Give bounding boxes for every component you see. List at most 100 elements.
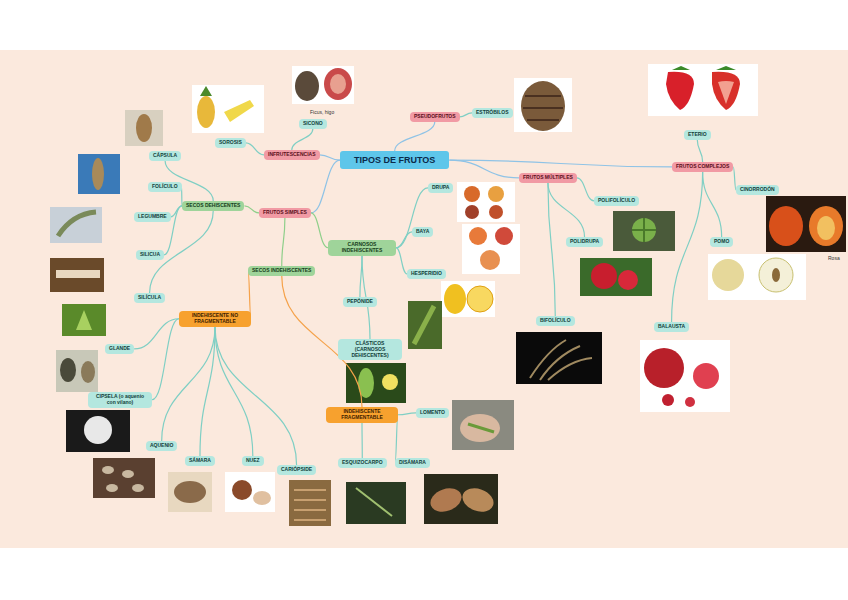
node-text: NUEZ [246, 458, 260, 464]
branch-line [398, 413, 416, 415]
node-text: ESTRÓBILOS [476, 110, 509, 116]
node-text: DRUPA [432, 185, 449, 191]
node-text: CIPSELA (o aquenio con vilano) [92, 394, 148, 406]
topic-node: POLIDRUPA [566, 237, 603, 247]
citrus-photo [441, 281, 495, 317]
branch-line [395, 122, 435, 151]
node-text: SILÍCULA [138, 295, 161, 301]
node-text: TIPOS DE FRUTOS [354, 155, 435, 165]
topic-node: AQUENIO [146, 441, 177, 451]
node-text: BIFOLÍCULO [540, 318, 571, 324]
branch-line [449, 160, 672, 167]
topic-node: FOLÍCULO [148, 182, 182, 192]
node-text: INFRUTESCENCIAS [268, 152, 316, 158]
branch-line [396, 232, 412, 248]
capsule-photo [125, 110, 163, 146]
node-text: SOROSIS [219, 140, 242, 146]
node-text: CLÁSTICOS (CARNOSOS DEHISCENTES) [342, 341, 398, 358]
node-text: CARIÓPSIDE [281, 467, 312, 473]
berry-photo [462, 224, 520, 274]
legume-photo [50, 207, 102, 243]
node-text: DISÁMARA [399, 460, 426, 466]
topic-node: SOROSIS [215, 138, 246, 148]
topic-node: LEGUMBRE [134, 212, 171, 222]
fig-photo [292, 66, 354, 104]
topic-node: CLÁSTICOS (CARNOSOS DEHISCENTES) [338, 339, 402, 360]
branch-line [165, 161, 213, 201]
grass-photo [516, 332, 602, 384]
acorn-photo [56, 350, 98, 392]
node-text: POLIFOLÍCULO [598, 198, 635, 204]
branch-line [697, 140, 702, 162]
follicle-photo [78, 154, 120, 194]
branch-line [449, 160, 519, 178]
loment-photo [452, 400, 514, 450]
node-text: LEGUMBRE [138, 214, 167, 220]
topic-node: CARIÓPSIDE [277, 465, 316, 475]
topic-node: ESQUIZOCARPO [338, 458, 387, 468]
maple-samara-photo [424, 474, 498, 524]
branch-line [244, 206, 259, 213]
node-text: PSEUDOFRUTOS [414, 114, 456, 120]
node-text: FRUTOS COMPLEJOS [676, 164, 729, 170]
topic-node: CÁPSULA [149, 151, 181, 161]
topic-node: SILÍCULA [134, 293, 165, 303]
node-text: SÁMARA [189, 458, 211, 464]
silique-photo [50, 258, 104, 292]
branch-line [320, 155, 340, 160]
branch-line [703, 172, 722, 237]
node-text: SECOS DEHISCENTES [186, 203, 240, 209]
strawberry-photo [648, 64, 758, 116]
samara-photo [168, 472, 212, 512]
branch-line [548, 183, 585, 237]
branch-line [215, 327, 253, 457]
topic-node: INDEHISCENTE NO FRAGMENTABLE [179, 311, 251, 327]
topic-node: DRUPA [428, 183, 453, 193]
node-text: FOLÍCULO [152, 184, 178, 190]
node-text: ETERIO [688, 132, 707, 138]
topic-node: SICONO [299, 119, 327, 129]
topic-node: BAYA [412, 227, 433, 237]
topic-node: FRUTOS SIMPLES [259, 208, 311, 218]
photo-caption: Ficus, higo [310, 109, 334, 115]
pomegranate-photo [640, 340, 730, 412]
raspberry-photo [580, 258, 652, 296]
branch-line [152, 319, 179, 400]
drupe-photo [457, 182, 515, 222]
dandelion-photo [66, 410, 130, 452]
branch-line [396, 188, 428, 248]
node-text: POLIDRUPA [570, 239, 599, 245]
topic-node: SECOS DEHISCENTES [182, 201, 244, 211]
branch-line [292, 129, 313, 150]
node-text: INDEHISCENTE NO FRAGMENTABLE [183, 313, 247, 325]
topic-node: INFRUTESCENCIAS [264, 150, 320, 160]
rosehip-photo [766, 196, 846, 252]
node-text: FRUTOS SIMPLES [263, 210, 307, 216]
branch-line [460, 113, 472, 117]
topic-node: CINORRODÓN [736, 185, 779, 195]
topic-node: FRUTOS COMPLEJOS [672, 162, 733, 172]
achene-photo [93, 458, 155, 498]
topic-node: SILICUA [136, 250, 164, 260]
pod-photo [346, 363, 406, 403]
topic-node: CIPSELA (o aquenio con vilano) [88, 392, 152, 408]
pinecone-photo [514, 78, 572, 132]
nut-photo [225, 472, 275, 512]
node-text: CINORRODÓN [740, 187, 775, 193]
grain-photo [289, 480, 331, 526]
branch-line [134, 319, 179, 349]
node-text: PEPÓNIDE [347, 299, 373, 305]
branch-line [361, 423, 362, 459]
branch-line [672, 172, 703, 322]
node-text: LOMENTO [420, 410, 445, 416]
schizocarp-photo [346, 482, 406, 524]
topic-node: POMO [710, 237, 733, 247]
silicle-photo [62, 304, 106, 336]
branch-line [548, 183, 555, 316]
topic-node: FRUTOS MÚLTIPLES [519, 173, 577, 183]
topic-node: PEPÓNIDE [343, 297, 377, 307]
topic-node: BALAUSTA [654, 322, 689, 332]
cucumber-photo [408, 301, 442, 349]
node-text: INDEHISCENTE FRAGMENTABLE [330, 409, 394, 421]
